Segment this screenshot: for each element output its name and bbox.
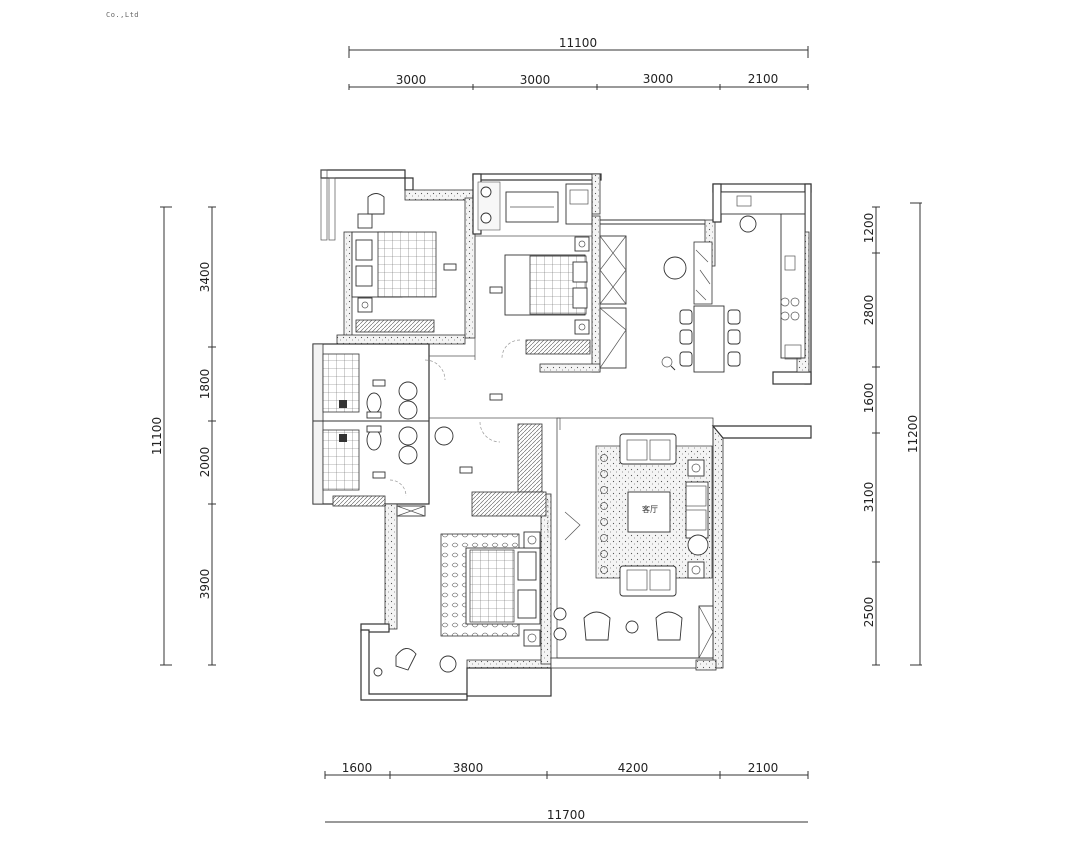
armchair-1 — [367, 193, 385, 215]
right-dimension-4: 3100 — [862, 482, 876, 513]
top-dimension-2: 3000 — [520, 73, 551, 87]
wardrobe-master — [525, 339, 591, 355]
sink-2 — [398, 426, 418, 446]
toilet-2 — [366, 429, 382, 451]
bed-1-quilt — [377, 231, 437, 298]
cabinet-1 — [599, 235, 627, 305]
top-dimension-4: 2100 — [748, 72, 779, 86]
top-dimension-3: 3000 — [643, 72, 674, 86]
bottom-dimension-4: 2100 — [748, 761, 779, 775]
right-dimension-5: 2500 — [862, 597, 876, 628]
left-total-dimension: 11100 — [150, 417, 164, 455]
exterior-walls — [312, 169, 812, 701]
plant-icon — [661, 356, 673, 368]
right-dimension-1: 1200 — [862, 213, 876, 244]
bottom-total-dimension: 11700 — [547, 808, 585, 822]
kitchen-counter-side — [780, 213, 806, 359]
bedroom-2 — [373, 423, 547, 677]
interior-lines — [429, 235, 592, 430]
lounge-chair-2 — [655, 611, 683, 641]
tv-1 — [443, 263, 457, 271]
left-dimension-4: 3900 — [198, 569, 212, 600]
master-bedroom — [477, 181, 593, 359]
left-dimension-3: 2000 — [198, 447, 212, 478]
right-dimension-2: 2800 — [862, 295, 876, 326]
company-watermark: Co.,Ltd — [106, 11, 140, 19]
top-dimensions: 11100 3000 3000 3000 2100 — [348, 36, 809, 90]
marble-island — [693, 241, 713, 305]
cabinet-living — [698, 605, 714, 659]
dining-table — [693, 305, 725, 373]
left-dimension-2: 1800 — [198, 369, 212, 400]
hall-wardrobe — [517, 423, 543, 493]
top-total-dimension: 11100 — [559, 36, 597, 50]
cabinet-2 — [599, 307, 627, 369]
kitchen-counter-top — [720, 191, 806, 215]
left-dimensions: 11100 3400 1800 2000 3900 — [150, 206, 216, 666]
round-table-hall — [434, 426, 454, 446]
round-table-2 — [439, 655, 457, 673]
bedroom-1 — [351, 193, 457, 333]
right-total-dimension: 11200 — [906, 415, 920, 453]
bathrooms — [322, 353, 503, 497]
nightstand-1 — [357, 297, 373, 313]
living-room: 客厅 — [547, 417, 714, 659]
right-dimension-3: 1600 — [862, 383, 876, 414]
bottom-dimensions: 1600 3800 4200 2100 11700 — [324, 761, 809, 823]
toilet-1 — [366, 392, 382, 414]
sofa-top — [619, 433, 677, 465]
bottom-dimension-2: 3800 — [453, 761, 484, 775]
tv-wall-ornaments — [600, 454, 608, 574]
coffee-table — [627, 491, 671, 533]
living-room-label: 客厅 — [642, 504, 658, 514]
bedroom-2-wardrobe — [471, 491, 547, 517]
dining-area — [599, 235, 741, 373]
cook-figure — [739, 215, 757, 233]
bottom-dimension-3: 4200 — [618, 761, 649, 775]
armchair-2 — [395, 648, 417, 671]
top-dimension-1: 3000 — [396, 73, 427, 87]
bottom-dimension-1: 1600 — [342, 761, 373, 775]
lounge-chair-1 — [583, 611, 611, 641]
left-dimension-1: 3400 — [198, 262, 212, 293]
wardrobe-1 — [355, 319, 435, 333]
nightstand-2 — [357, 213, 373, 229]
armchair-living — [687, 534, 709, 556]
round-stool — [663, 256, 687, 280]
right-dimensions: 1200 2800 1600 3100 2500 11200 — [862, 202, 922, 666]
kitchen — [720, 191, 806, 360]
sofa-bottom — [619, 565, 677, 597]
sink-1 — [398, 381, 418, 401]
